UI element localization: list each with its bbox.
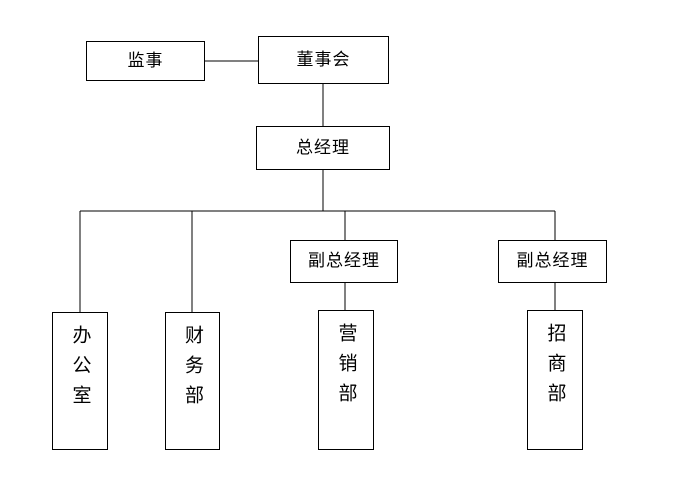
node-label-marketing-dept: 营销部 [335,323,358,413]
node-label-board: 董事会 [296,49,351,70]
node-label-deputy-gm-2: 副总经理 [516,251,589,271]
node-general-manager[interactable]: 总经理 [256,126,390,170]
node-label-deputy-gm-1: 副总经理 [308,251,380,271]
node-marketing-dept[interactable]: 营销部 [318,310,374,450]
node-deputy-gm-2[interactable]: 副总经理 [498,240,607,283]
node-label-finance-dept: 财务部 [182,325,204,415]
node-supervisor[interactable]: 监事 [86,41,205,81]
node-label-investment-dept: 招商部 [544,323,567,413]
node-label-office: 办公室 [69,325,92,415]
node-board[interactable]: 董事会 [258,36,389,84]
node-finance-dept[interactable]: 财务部 [165,312,220,450]
node-office[interactable]: 办公室 [52,312,108,450]
node-label-supervisor: 监事 [127,50,164,71]
node-deputy-gm-1[interactable]: 副总经理 [290,240,398,283]
node-investment-dept[interactable]: 招商部 [527,310,583,450]
node-label-general-manager: 总经理 [296,137,350,158]
